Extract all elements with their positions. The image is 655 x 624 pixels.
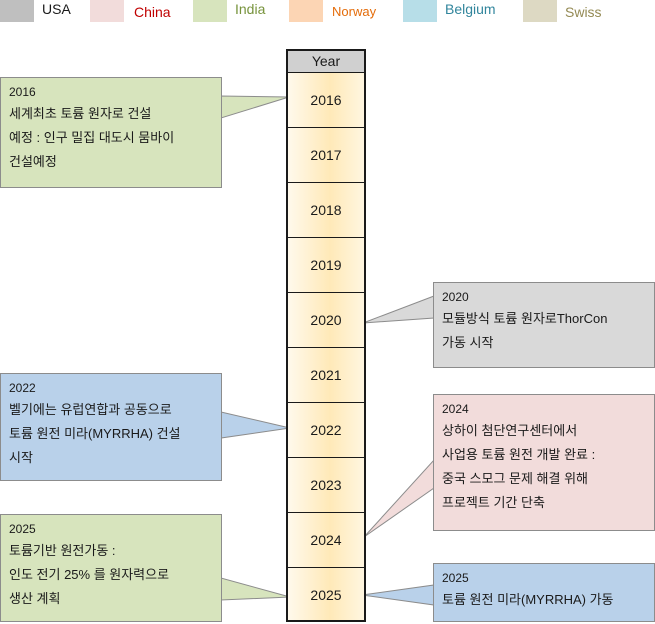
legend-swatch-india bbox=[193, 0, 227, 22]
legend-label-belgium: Belgium bbox=[445, 1, 496, 17]
legend-label-india: India bbox=[235, 1, 266, 17]
year-cell: 2017 bbox=[288, 128, 364, 183]
callout-line: 토륨기반 원전가동 : bbox=[9, 543, 116, 558]
callout-line: 중국 스모그 문제 해결 위해 bbox=[442, 471, 589, 486]
callout-year: 2024 bbox=[442, 402, 469, 416]
callout-year: 2025 bbox=[442, 571, 469, 585]
callout-year: 2020 bbox=[442, 290, 469, 304]
callout-line: 모듈방식 토륨 원자로ThorCon bbox=[442, 311, 608, 326]
callout-line: 시작 bbox=[9, 450, 33, 465]
callout-line: 상하이 첨단연구센터에서 bbox=[442, 423, 578, 438]
timeline-header: Year bbox=[288, 51, 364, 73]
year-cell: 2021 bbox=[288, 348, 364, 403]
callout-line: 건설예정 bbox=[9, 154, 57, 169]
callout-2020-usa: 2020 모듈방식 토륨 원자로ThorCon 가동 시작 bbox=[433, 282, 655, 368]
legend-swatch-usa bbox=[0, 0, 34, 22]
callout-line: 생산 계획 bbox=[9, 591, 61, 606]
callout-line: 벨기에는 유럽연합과 공동으로 bbox=[9, 402, 172, 417]
callout-2024-china: 2024 상하이 첨단연구센터에서 사업용 토륨 원전 개발 완료 : 중국 스… bbox=[433, 394, 655, 531]
legend-label-norway: Norway bbox=[332, 4, 377, 19]
callout-line: 토륨 원전 미라(MYRRHA) 가동 bbox=[442, 592, 614, 607]
callout-line: 가동 시작 bbox=[442, 335, 494, 350]
year-cell: 2024 bbox=[288, 513, 364, 568]
callout-line: 프로젝트 기간 단축 bbox=[442, 495, 545, 510]
year-cell: 2020 bbox=[288, 293, 364, 348]
callout-year: 2022 bbox=[9, 381, 36, 395]
callout-2025-india: 2025 토륨기반 원전가동 : 인도 전기 25% 를 원자력으로 생산 계획 bbox=[0, 514, 222, 622]
pointer-2025-india bbox=[220, 577, 291, 601]
year-timeline: Year 2016 2017 2018 2019 2020 2021 2022 … bbox=[286, 49, 366, 622]
legend-label-china: China bbox=[134, 4, 171, 20]
pointer-2024 bbox=[363, 458, 435, 538]
callout-line: 예정 : 인구 밀집 대도시 뭄바이 bbox=[9, 130, 175, 145]
legend-swatch-belgium bbox=[403, 0, 437, 22]
callout-line: 세계최초 토륨 원자로 건설 bbox=[9, 106, 152, 121]
legend-swatch-norway bbox=[289, 0, 323, 22]
legend-label-swiss: Swiss bbox=[565, 4, 602, 20]
legend-swatch-swiss bbox=[523, 0, 557, 22]
year-cell: 2019 bbox=[288, 238, 364, 293]
callout-2025-belgium: 2025 토륨 원전 미라(MYRRHA) 가동 bbox=[433, 563, 655, 622]
year-cell: 2016 bbox=[288, 73, 364, 128]
callout-year: 2025 bbox=[9, 522, 36, 536]
legend-label-usa: USA bbox=[42, 1, 71, 17]
year-cell: 2018 bbox=[288, 183, 364, 238]
callout-2016-india: 2016 세계최초 토륨 원자로 건설 예정 : 인구 밀집 대도시 뭄바이 건… bbox=[0, 77, 222, 188]
callout-year: 2016 bbox=[9, 85, 36, 99]
pointer-2025-belgium bbox=[361, 584, 435, 606]
legend-swatch-china bbox=[90, 0, 124, 22]
pointer-2020 bbox=[362, 295, 435, 324]
year-cell: 2023 bbox=[288, 458, 364, 513]
callout-line: 토륨 원전 미라(MYRRHA) 건설 bbox=[9, 426, 181, 441]
callout-line: 사업용 토륨 원전 개발 완료 : bbox=[442, 447, 596, 462]
year-cell: 2022 bbox=[288, 403, 364, 458]
pointer-2022 bbox=[220, 411, 291, 439]
callout-line: 인도 전기 25% 를 원자력으로 bbox=[9, 567, 170, 582]
pointer-2016 bbox=[220, 95, 290, 119]
callout-2022-belgium: 2022 벨기에는 유럽연합과 공동으로 토륨 원전 미라(MYRRHA) 건설… bbox=[0, 373, 222, 481]
year-cell: 2025 bbox=[288, 568, 364, 620]
